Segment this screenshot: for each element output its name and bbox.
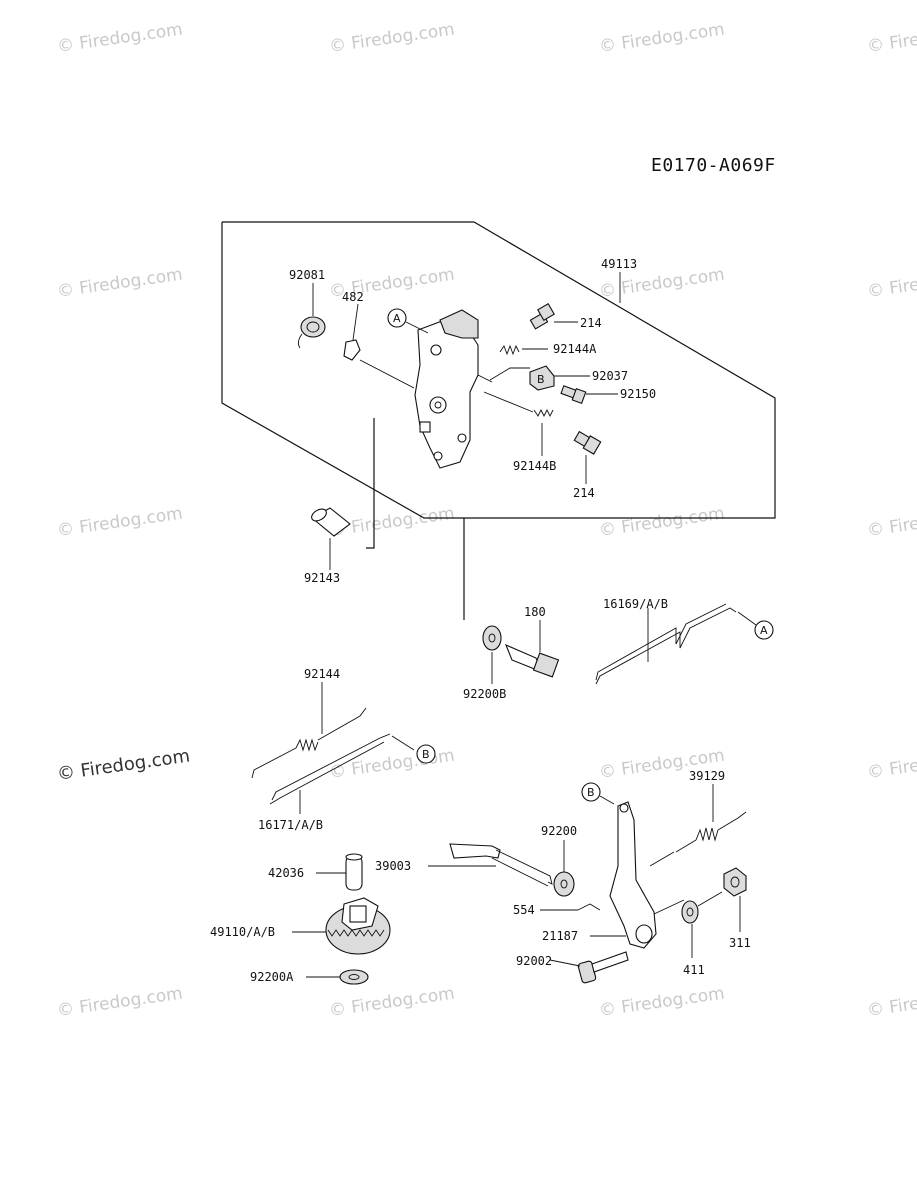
part-label: 311 [729,936,751,950]
part-label: 39003 [375,859,411,873]
spring-92081 [297,283,326,349]
part-label: 214 [573,486,595,500]
part-label: 16169/A/B [603,597,668,611]
pin-554 [540,903,601,911]
watermark: © Firedog.com [866,746,917,783]
link-rod-16169: A [595,603,774,685]
spring-92144b [483,391,554,456]
part-label: 92037 [592,369,628,383]
part-label: 49113 [601,257,637,271]
watermark: © Firedog.com [866,504,917,541]
spring-92144a [499,344,548,356]
watermark: © Firedog.com [56,265,184,302]
clip-482 [343,303,415,389]
marker-b-lever: B [581,782,615,805]
washer-92200 [553,840,575,897]
part-label: 92143 [304,571,340,585]
part-label: 21187 [542,929,578,943]
lever-39003 [428,843,553,887]
marker-b-label: B [422,748,430,761]
tag-b: B [537,373,545,386]
nut-311 [723,867,747,932]
part-label: 49110/A/B [210,925,275,939]
watermark: © Firedog.com [866,265,917,302]
arm-21187 [590,801,685,949]
watermark: © Firedog.com [866,984,917,1021]
control-bracket [414,309,493,469]
part-label: 214 [580,316,602,330]
watermark: © Firedog.com [328,984,456,1021]
bolt-92002 [549,951,629,984]
watermark: © Firedog.com [866,20,917,57]
part-label: 16171/A/B [258,818,323,832]
part-labels: 92081 482 49113 214 92144A 92037 92150 9… [210,257,751,984]
gear-49110 [292,897,391,955]
part-label: 92081 [289,268,325,282]
marker-a-label: A [760,624,768,637]
part-label: 92144B [513,459,556,473]
part-label: 92144A [553,342,597,356]
watermark: © Firedog.com [56,984,184,1021]
watermark: © Firedog.com [56,20,184,57]
part-label: 554 [513,903,535,917]
watermark: © Firedog.com [328,746,456,783]
part-label: 39129 [689,769,725,783]
bolt-214-top [529,303,578,330]
spring-92144 [251,682,367,779]
watermark: © Firedog.com [598,504,726,541]
assembly-outline [221,221,776,620]
bolt-214-bottom [573,430,602,484]
marker-a-label: A [393,312,401,325]
spring-39129 [649,784,747,867]
part-label: 92200B [463,687,506,701]
bracket-92037: B [489,365,590,391]
part-label: 92002 [516,954,552,968]
bolt-92150 [560,385,618,405]
part-label: 411 [683,963,705,977]
marker-a-top: A [387,308,429,334]
watermark: © Firedog.com [328,20,456,57]
part-label: 180 [524,605,546,619]
part-label: 482 [342,290,364,304]
part-label: 92144 [304,667,340,681]
part-label: 92200A [250,970,294,984]
watermark: © Firedog.com [598,20,726,57]
diagram-code: E0170-A069F [651,155,776,176]
bolt-180 [482,620,560,684]
part-label: 92200 [541,824,577,838]
pin-42036 [316,853,363,891]
watermark-prominent: © Firedog.com [56,746,191,785]
watermark-layer: © Firedog.com © Firedog.com © Firedog.co… [56,20,917,1021]
washer-411 [681,891,723,958]
part-label: 42036 [268,866,304,880]
washer-92200a [306,969,369,985]
watermark: © Firedog.com [598,984,726,1021]
part-label: 92150 [620,387,656,401]
watermark: © Firedog.com [56,504,184,541]
rod-16171: B [269,733,436,814]
marker-b-label: B [587,786,595,799]
collar-92143 [311,507,351,570]
